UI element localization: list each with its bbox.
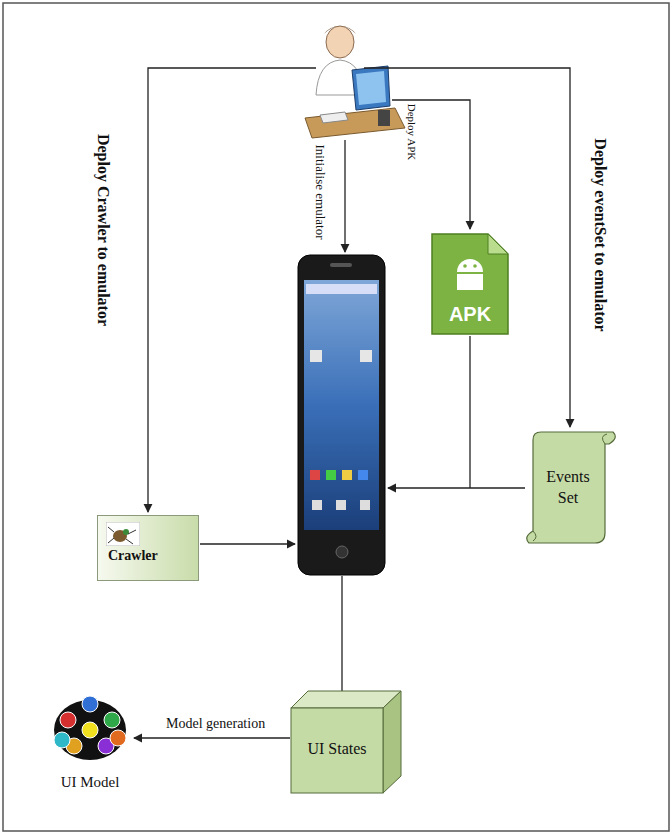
ui-states-cube: UI States <box>290 690 402 794</box>
ui-model: UI Model <box>40 690 140 808</box>
model-icon <box>48 690 132 766</box>
step-label: Initialise emulator <box>312 145 328 240</box>
edge-label: Model generation <box>164 716 267 732</box>
connector <box>134 737 290 738</box>
frame <box>3 3 669 831</box>
spider-icon <box>106 522 140 546</box>
node-outline <box>525 430 617 545</box>
step-label: Deploy Crawler to emulator <box>94 134 112 326</box>
step-label: Deploy APK <box>406 104 418 161</box>
crawler-box: Crawler <box>97 515 199 581</box>
apk-file: APK <box>430 232 510 336</box>
layout-connectors <box>148 68 570 705</box>
user-figure <box>305 26 405 138</box>
step-label: Deploy eventSet to emulator <box>591 138 609 331</box>
events-scroll: Events Set <box>525 430 617 545</box>
phone-emulator <box>298 255 385 575</box>
